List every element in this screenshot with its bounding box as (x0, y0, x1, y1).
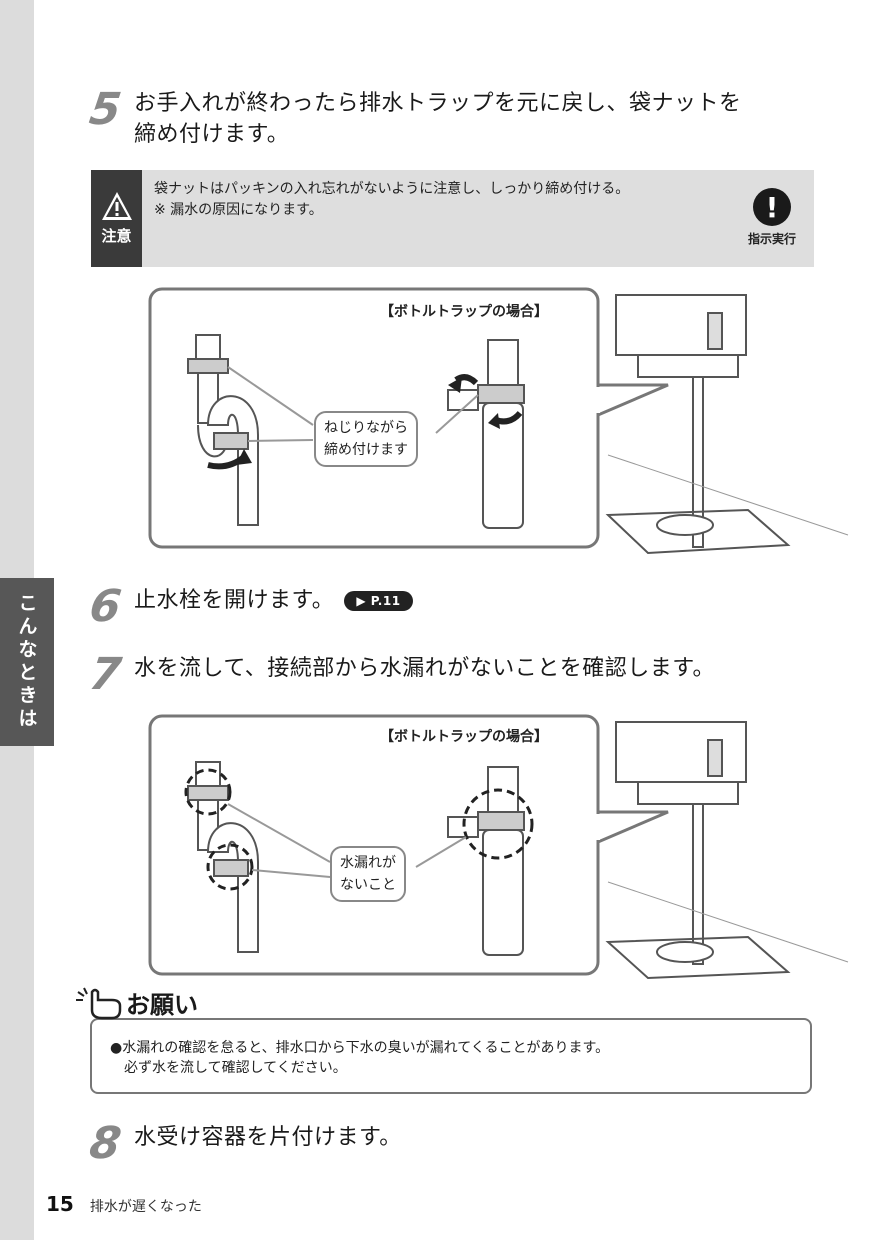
figure-tighten-nut: 【ボトルトラップの場合】 ねじりながら 締め付けます (148, 285, 868, 575)
callout-line: ないこと (340, 877, 396, 893)
exclamation-icon: ! (753, 188, 791, 226)
step-text: 水受け容器を片付けます。 (134, 1122, 402, 1153)
step-number: 5 (86, 84, 125, 135)
page-footer: 15 排水が遅くなった (46, 1192, 202, 1216)
caution-label: 注意 (91, 170, 142, 267)
callout-bubble: ねじりながら 締め付けます (314, 411, 418, 467)
step-text-line: 締め付けます。 (134, 122, 290, 147)
section-title: 排水が遅くなった (89, 1199, 202, 1215)
request-title: お願い (126, 991, 198, 1019)
step-text-line: お手入れが終わったら排水トラップを元に戻し、袋ナットを (134, 91, 742, 116)
step-number: 6 (86, 581, 125, 632)
warning-icon (101, 192, 132, 220)
instruction-label: 指示実行 (747, 232, 796, 246)
request-text: ●水漏れの確認を怠ると、排水口から下水の臭いが漏れてくることがあります。 必ず水… (110, 1038, 609, 1078)
pointing-hand-icon (76, 987, 122, 1019)
step-number: 8 (86, 1118, 125, 1169)
caution-line: 袋ナットはパッキンの入れ忘れがないように注意し、しっかり締め付ける。 (154, 181, 630, 197)
step-6: 6 止水栓を開けます。 ▶ P.11 (86, 581, 413, 632)
instruction-mark: ! 指示実行 (742, 188, 802, 247)
callout-line: 締め付けます (324, 442, 408, 458)
figure-caption: 【ボトルトラップの場合】 (380, 304, 548, 320)
page-number: 15 (46, 1192, 74, 1216)
figure-check-leak: 【ボトルトラップの場合】 水漏れが ないこと (148, 712, 868, 982)
step-text: お手入れが終わったら排水トラップを元に戻し、袋ナットを 締め付けます。 (134, 88, 742, 150)
step-7: 7 水を流して、接続部から水漏れがないことを確認します。 (86, 649, 715, 700)
section-tab[interactable]: こんなときは (0, 578, 54, 746)
step-5: 5 お手入れが終わったら排水トラップを元に戻し、袋ナットを 締め付けます。 (86, 84, 742, 150)
request-line: ●水漏れの確認を怠ると、排水口から下水の臭いが漏れてくることがあります。 (110, 1040, 610, 1056)
figure-caption: 【ボトルトラップの場合】 (380, 729, 548, 745)
callout-bubble: 水漏れが ないこと (330, 846, 406, 902)
trap-illustration-2 (148, 714, 849, 980)
step-number: 7 (86, 649, 125, 700)
section-tab-label: こんなときは (15, 593, 38, 731)
caution-note: ※ 漏水の原因になります。 (154, 202, 323, 218)
step-text: 水を流して、接続部から水漏れがないことを確認します。 (134, 653, 715, 684)
step-text-line: 水を流して、接続部から水漏れがないことを確認します。 (134, 656, 716, 681)
page-reference-link[interactable]: ▶ P.11 (344, 591, 413, 611)
request-header: お願い (74, 985, 198, 1020)
caution-title: 注意 (101, 227, 132, 245)
caution-text: 袋ナットはパッキンの入れ忘れがないように注意し、しっかり締め付ける。 ※ 漏水の… (154, 179, 629, 221)
caution-box: 注意 袋ナットはパッキンの入れ忘れがないように注意し、しっかり締め付ける。 ※ … (91, 170, 814, 267)
callout-line: 水漏れが (340, 855, 396, 871)
callout-line: ねじりながら (324, 420, 408, 436)
request-box: ●水漏れの確認を怠ると、排水口から下水の臭いが漏れてくることがあります。 必ず水… (90, 1018, 812, 1094)
step-text-line: 止水栓を開けます。 (134, 588, 335, 613)
step-8: 8 水受け容器を片付けます。 (86, 1118, 402, 1169)
step-text: 止水栓を開けます。 ▶ P.11 (134, 585, 413, 616)
step-text-line: 水受け容器を片付けます。 (134, 1125, 402, 1150)
trap-illustration-1 (148, 287, 849, 555)
request-line: 必ず水を流して確認してください。 (124, 1060, 347, 1076)
